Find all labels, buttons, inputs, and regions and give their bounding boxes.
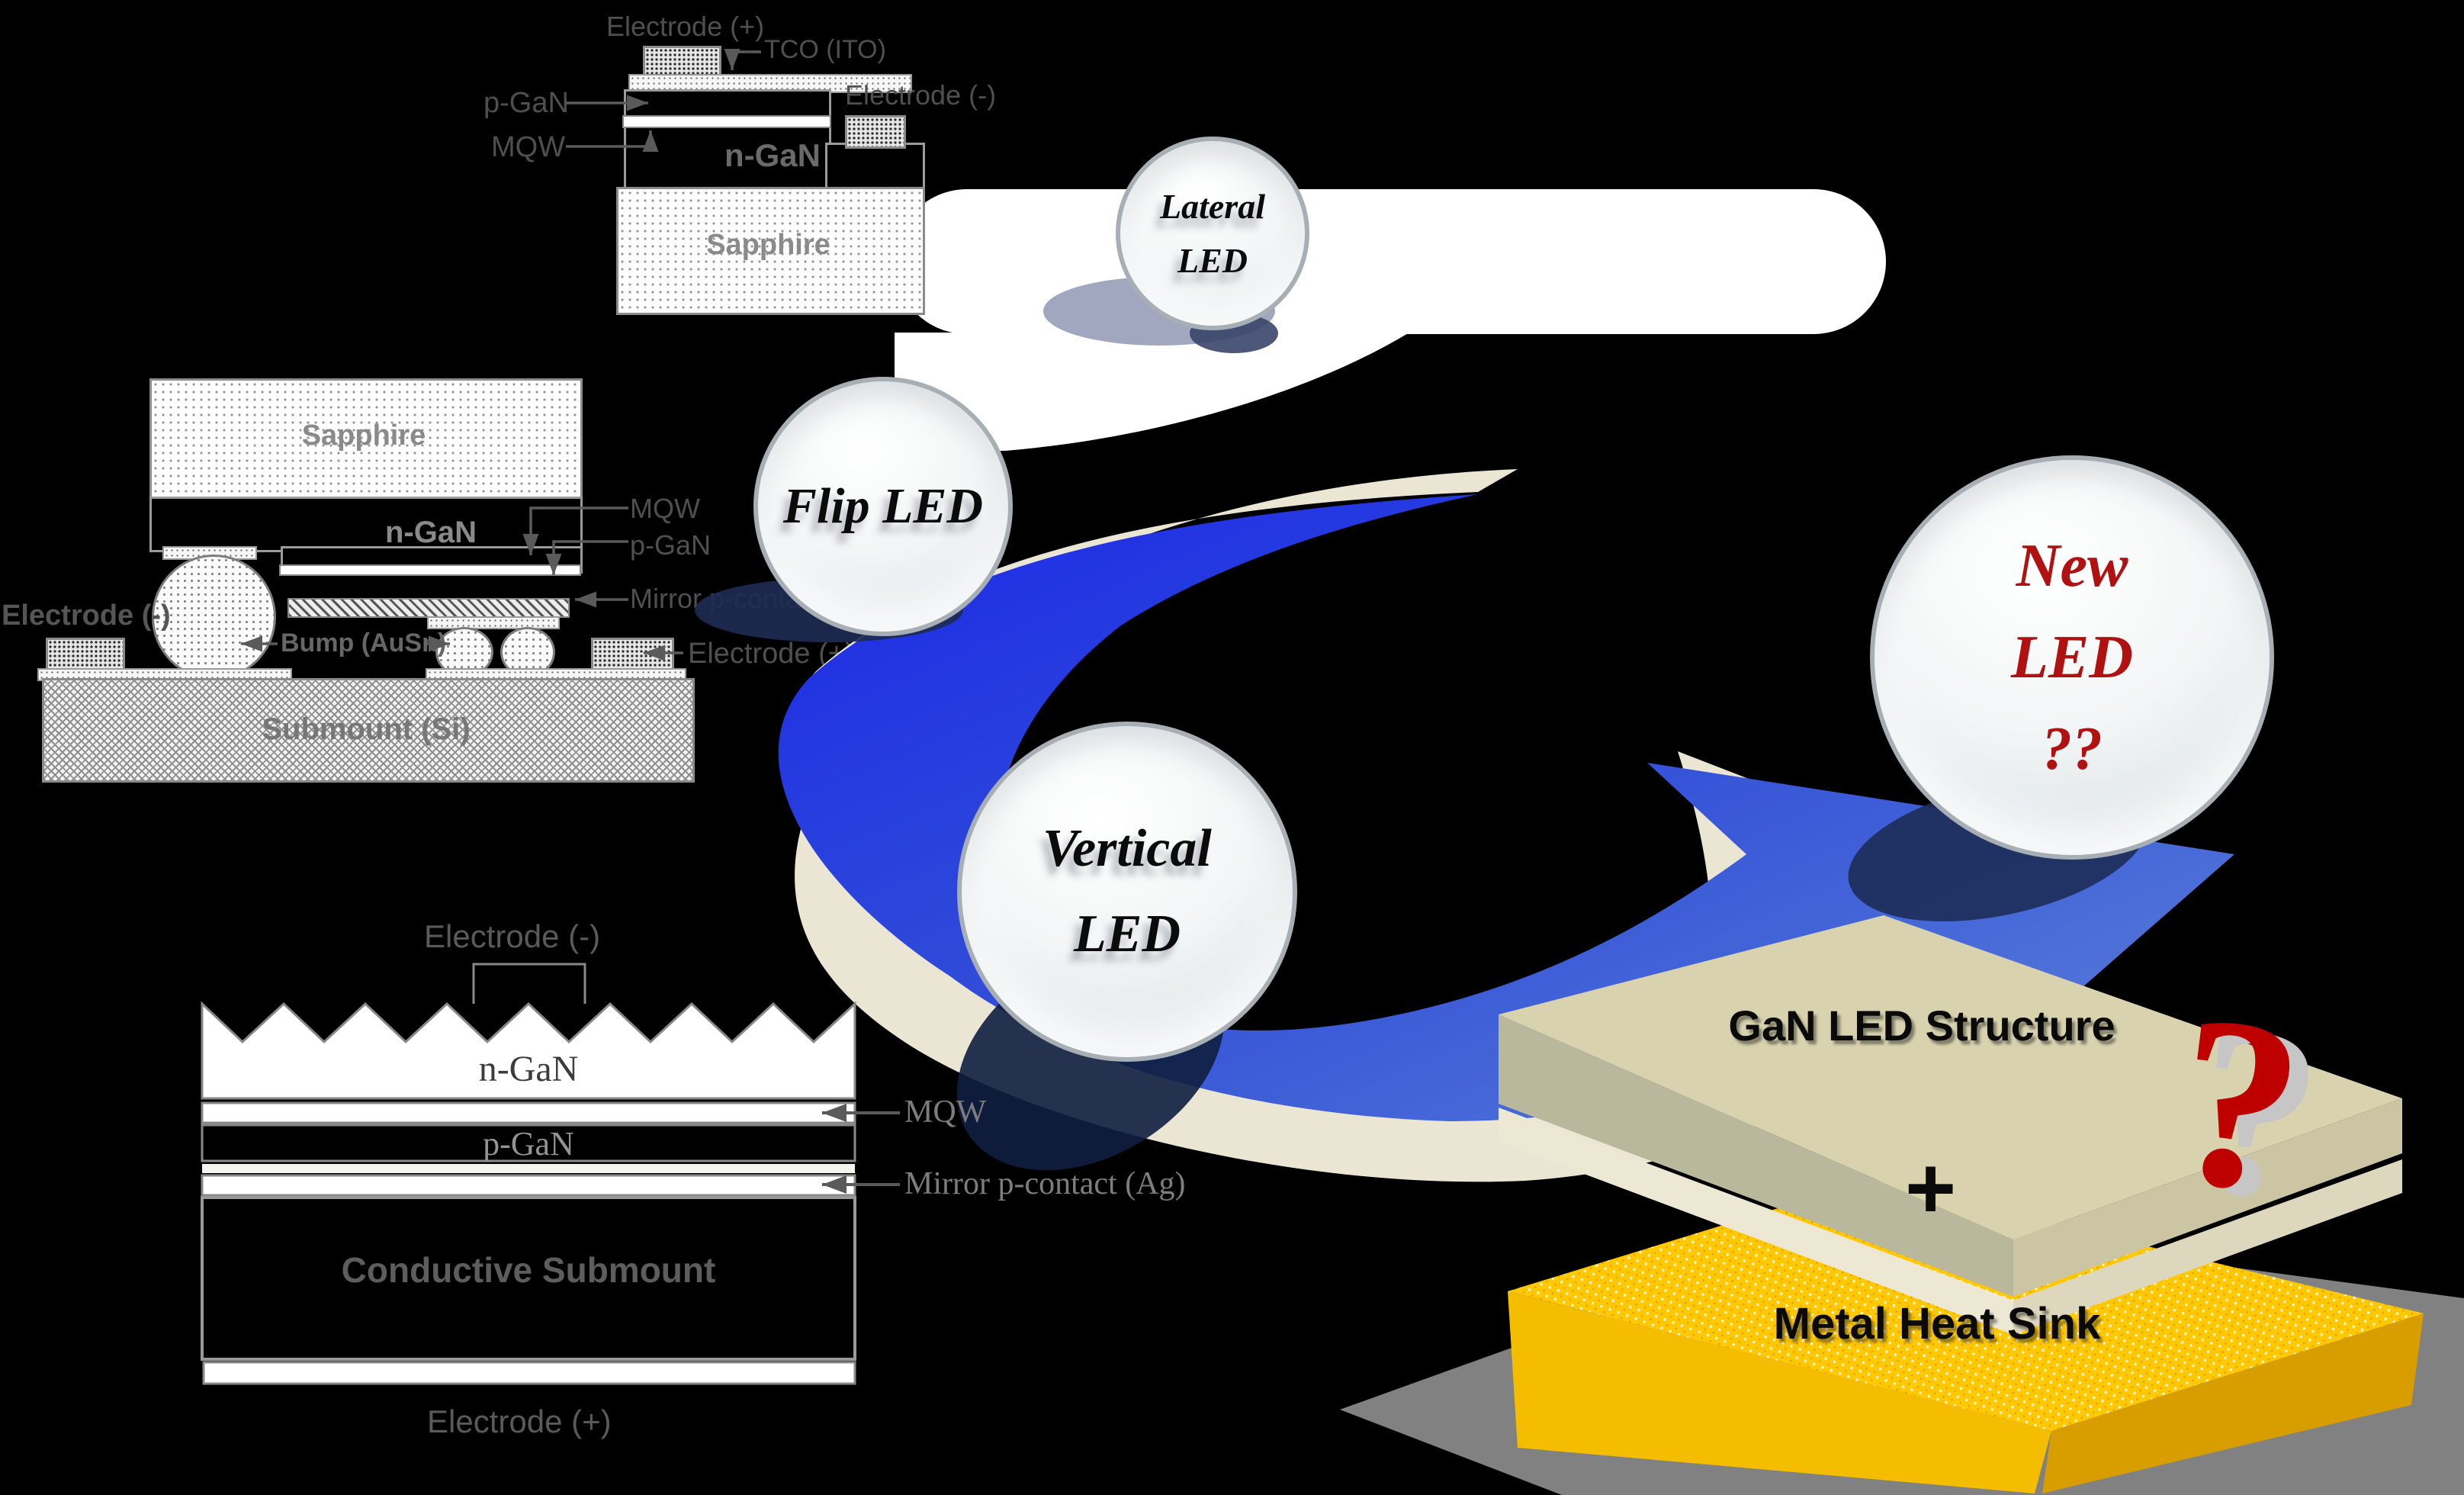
flip-led-sphere: Flip LED	[753, 377, 1013, 636]
flip-mirror-p-contact-layer	[288, 598, 570, 618]
vertical-electrode-plus-label: Electrode (+)	[427, 1403, 612, 1439]
vertical-submount-label: Conductive Submount	[341, 1250, 716, 1290]
flip-ngan-layer	[149, 497, 583, 552]
vertical-submount-body	[201, 1196, 856, 1361]
flip-mqw-arrow	[522, 506, 628, 555]
flip-electrode-minus-pad	[46, 638, 125, 673]
lateral-sapphire-label: Sapphire	[706, 229, 830, 261]
vertical-ngan-label: n-GaN	[478, 1049, 579, 1089]
vertical-electrode-minus-label: Electrode (-)	[424, 918, 601, 954]
heatsink-front-face	[1508, 1291, 2051, 1493]
vertical-mqw-label: MQW	[904, 1095, 987, 1130]
lateral-mqw-layer	[622, 115, 831, 128]
vertical-bond-layer	[202, 1164, 855, 1173]
vertical-electrode-plus-layer	[202, 1361, 856, 1385]
flip-sapphire-substrate	[149, 378, 583, 501]
flip-ngan-label: n-GaN	[385, 516, 477, 549]
gan-slab-lower-front	[1499, 1108, 2013, 1335]
lateral-sapphire-substrate	[616, 187, 925, 315]
new-sphere-line3: ??	[2042, 715, 2103, 783]
heatsink-label: Metal Heat Sink	[1773, 1299, 2101, 1349]
white-swoosh-start-wedge	[895, 333, 1409, 453]
plus-symbol: +	[1905, 1140, 1957, 1237]
lateral-electrode-plus-pad	[643, 46, 721, 79]
flip-p-pad-layer	[427, 616, 560, 629]
flip-pgan-arrow	[545, 540, 628, 575]
lateral-led-sphere: Lateral LED	[1116, 137, 1309, 330]
vertical-electrode-minus-bracket	[472, 963, 586, 1004]
lateral-ngan-label: n-GaN	[724, 137, 821, 173]
vertical-sphere-line2: LED	[1074, 905, 1181, 963]
lateral-electrode-minus-label: Electrode (-)	[845, 79, 997, 111]
vertical-mirror-label: Mirror p-contact (Ag)	[904, 1166, 1186, 1201]
vertical-ngan-roughened-layer	[201, 1001, 856, 1100]
flip-sphere-line1: Flip LED	[782, 478, 984, 534]
lateral-tco-label: TCO (ITO)	[764, 35, 886, 64]
flip-bump-label: Bump (AuSn)	[281, 629, 447, 657]
lateral-tco-arrow	[724, 49, 761, 70]
flip-electrode-minus-label: Electrode (-)	[2, 600, 171, 632]
vertical-sphere-line1: Vertical	[1042, 819, 1212, 878]
gan-slab-right-face	[2013, 1098, 2402, 1297]
new-sphere-line2: LED	[2011, 624, 2133, 691]
vertical-pgan-label: p-GaN	[483, 1125, 574, 1162]
new-led-sphere: New LED ??	[1870, 455, 2274, 860]
lateral-mqw-label: MQW	[491, 131, 566, 163]
gan-slab-top-face	[1499, 915, 2402, 1239]
gan-slab-front-face	[1499, 1014, 2013, 1297]
heatsink-right-face	[2042, 1313, 2424, 1493]
lateral-sphere-line1: Lateral	[1160, 186, 1265, 226]
new-sphere-line1: New	[2016, 532, 2128, 600]
vertical-led-sphere: Vertical LED	[957, 722, 1297, 1062]
vertical-pgan-layer	[201, 1124, 856, 1162]
flip-mqw-layer	[279, 564, 581, 576]
lateral-electrode-plus-label: Electrode (+)	[606, 11, 765, 42]
flip-bump-large	[152, 555, 276, 680]
lateral-mqw-arrow	[566, 130, 659, 152]
gan-structure-label: GaN LED Structure	[1728, 1001, 2115, 1050]
gan-slab-lower-right	[2013, 1159, 2402, 1335]
flip-sapphire-label: Sapphire	[301, 420, 426, 452]
flip-pgan-label: p-GaN	[630, 529, 712, 561]
flip-submount-label: Submount (Si)	[262, 712, 471, 746]
lateral-pgan-label: p-GaN	[483, 87, 569, 119]
flip-submount-body	[42, 678, 695, 783]
lateral-electrode-minus-pad	[845, 115, 906, 149]
flip-mqw-label: MQW	[630, 493, 700, 524]
lateral-sphere-line2: LED	[1177, 241, 1248, 280]
